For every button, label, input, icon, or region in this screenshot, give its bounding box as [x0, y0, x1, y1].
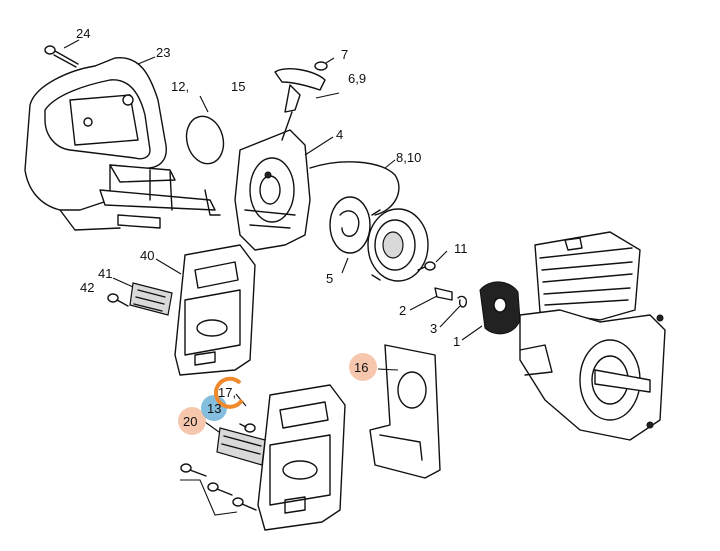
callout-15: 15 — [231, 79, 245, 94]
callout-41: 41 — [98, 266, 112, 281]
highlight-17-ring — [214, 376, 244, 409]
screw-11-part[interactable] — [417, 261, 436, 271]
callout-7: 7 — [341, 47, 348, 62]
screw-24-part[interactable] — [44, 45, 79, 68]
plate-16-part[interactable] — [369, 344, 441, 479]
callout-42: 42 — [80, 280, 94, 295]
callout-20: 20 — [183, 414, 197, 429]
callout-4: 4 — [336, 127, 343, 142]
callout-6-9: 6,9 — [348, 71, 366, 86]
plug-7-part[interactable] — [314, 61, 328, 71]
callout-1: 1 — [453, 334, 460, 349]
screw-42-part[interactable] — [107, 293, 129, 307]
starter-rope-part[interactable] — [309, 161, 400, 216]
spark-screen-lower-part[interactable] — [216, 427, 266, 466]
callout-8-10: 8,10 — [396, 150, 421, 165]
highlight-16 — [349, 353, 377, 381]
muffler-lower-part[interactable] — [257, 384, 346, 531]
callout-labels: 24 23 7 12, 15 6,9 4 8,10 11 40 41 42 5 … — [76, 26, 468, 429]
gasket-ring-part[interactable] — [181, 112, 228, 168]
callout-13: 13 — [207, 401, 221, 416]
muffler-upper-part[interactable] — [174, 244, 256, 376]
callout-3: 3 — [430, 321, 437, 336]
filter-housing-part[interactable] — [24, 57, 221, 231]
starter-housing-part[interactable] — [234, 129, 311, 251]
callout-12: 12, — [171, 79, 189, 94]
pawl-part[interactable] — [434, 287, 468, 308]
callout-17: 17, — [218, 385, 236, 400]
callout-23: 23 — [156, 45, 170, 60]
callout-40: 40 — [140, 248, 154, 263]
callout-2: 2 — [399, 303, 406, 318]
highlight-20 — [178, 407, 206, 435]
leader-lines — [63, 39, 483, 516]
callout-24: 24 — [76, 26, 90, 41]
callout-11: 11 — [454, 241, 468, 256]
engine-block-part[interactable] — [519, 231, 666, 441]
starter-grip-part[interactable] — [274, 68, 326, 141]
highlight-markers — [178, 353, 377, 435]
spark-screen-41-part[interactable] — [129, 282, 173, 316]
lower-screws-part[interactable] — [180, 423, 257, 511]
pawl-carrier-part[interactable] — [479, 281, 521, 335]
callout-5: 5 — [326, 271, 333, 286]
rope-rotor-part[interactable] — [329, 196, 429, 282]
callout-16: 16 — [354, 360, 368, 375]
